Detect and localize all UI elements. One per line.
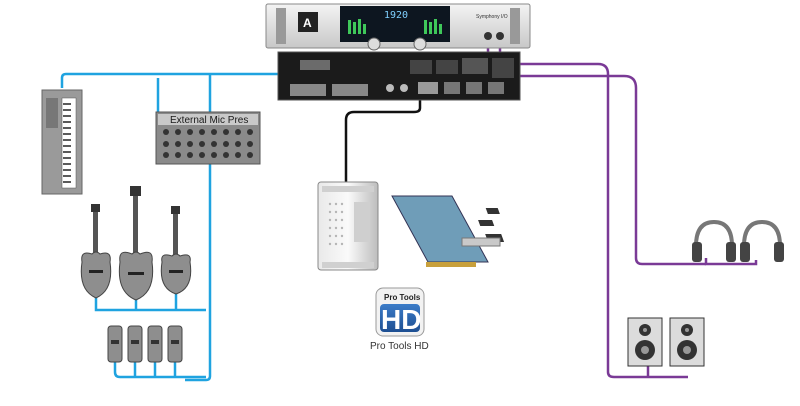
- headphone-jack-1: [484, 32, 492, 40]
- headphones-icon: [740, 219, 784, 262]
- apogee-logo: [298, 12, 318, 32]
- electric-guitar-icon: [80, 204, 112, 299]
- pcie-card-icon: [391, 195, 505, 267]
- mic-pres-label: External Mic Pres: [170, 115, 248, 126]
- pro-tools-badge-top: Pro Tools: [384, 293, 421, 302]
- model-label: Symphony I/O: [476, 14, 508, 20]
- volume-knob-right[interactable]: [413, 37, 427, 51]
- bass-guitar-icon: [118, 186, 154, 301]
- keyboard-controller: [41, 89, 83, 195]
- headphone-jack-2: [496, 32, 504, 40]
- guitar-icon: [160, 206, 192, 295]
- computer-tower-icon: [317, 181, 379, 271]
- pro-tools-hd-badge: Pro Tools HD: [375, 287, 425, 337]
- volume-knob-left[interactable]: [367, 37, 381, 51]
- external-mic-pres: External Mic Pres: [155, 111, 261, 165]
- db25-port-1: [290, 84, 326, 96]
- host-port: [418, 82, 438, 94]
- power-inlet: [492, 58, 514, 78]
- db25-port-2: [332, 84, 368, 96]
- audio-interface-front: A 1920 Symphony I/O: [265, 3, 531, 51]
- studio-monitor-icon: [669, 317, 705, 367]
- studio-monitor-icon: [627, 317, 663, 367]
- pro-tools-badge-hd: HD: [381, 304, 421, 335]
- display-readout: 1920: [384, 10, 408, 21]
- pro-tools-caption: Pro Tools HD: [370, 341, 429, 352]
- headphones-icon: [692, 219, 736, 262]
- svg-text:A: A: [303, 16, 312, 30]
- audio-interface-rear: [277, 51, 521, 101]
- di-boxes: [107, 325, 183, 363]
- host-cable: [344, 100, 422, 182]
